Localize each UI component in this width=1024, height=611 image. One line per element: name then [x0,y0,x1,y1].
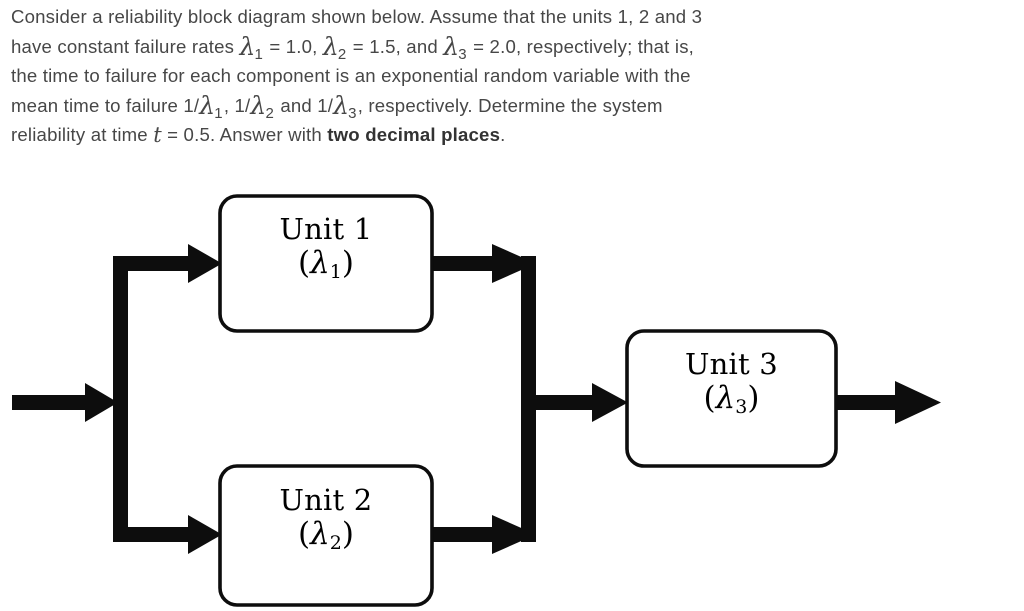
lambda-glyph: λ [310,245,330,282]
unit-3-label-group: Unit 3 (λ3) [627,347,836,418]
parallel-split-bar [113,256,128,542]
unit-2-title: Unit 2 [279,483,373,517]
unit-3-title: Unit 3 [685,347,778,381]
unit-1-rate: (λ1) [220,246,432,283]
lambda-symbol-1: λ1 [239,31,264,63]
unit-3-rate: (λ3) [627,381,836,418]
question-line-2: have constant failure rates λ1 = 1.0, λ2… [11,32,971,62]
lambda-glyph: λ [199,90,216,120]
question-line-4-d: , respectively. Determine the system [357,94,663,116]
paren-open: ( [298,516,311,553]
question-line-2-c: = 1.5, and [347,35,444,57]
question-line-1: Consider a reliability block diagram sho… [11,2,971,32]
system-output-arrow [836,381,941,424]
unit-2-box [218,464,434,607]
unit-1-label-group: Unit 1 (λ1) [220,212,432,283]
lambda-subscript: 1 [329,260,342,283]
lambda-glyph: λ [715,380,736,417]
question-line-4: mean time to failure 1/λ1, 1/λ2 and 1/λ3… [11,91,971,121]
merge-to-unit-3-arrow [536,383,628,422]
lambda-glyph: λ [310,516,330,553]
lambda-subscript: 3 [735,395,748,418]
unit-1-box [218,194,434,333]
lambda-glyph: λ [250,90,267,120]
lambda-glyph: λ [239,31,256,61]
lambda-symbol-2-mttf: λ2 [250,90,275,122]
unit-2-to-merge-arrow [432,515,536,554]
paren-close: ) [341,516,354,553]
answer-format-emphasis: two decimal places [327,124,501,145]
question-line-4-b: , 1/ [223,94,251,116]
question-text: Consider a reliability block diagram sho… [11,2,971,150]
unit-2-label-group: Unit 2 (λ2) [220,483,432,554]
lambda-subscript: 2 [337,45,347,63]
question-line-1-text: Consider a reliability block diagram sho… [11,6,703,27]
system-input-arrow [12,383,118,422]
paren-open: ( [298,245,311,282]
unit-2-rate: (λ2) [220,517,432,554]
lambda-glyph: λ [443,31,460,61]
question-line-2-a: have constant failure rates [11,35,240,57]
branch-to-unit-1-arrow [113,244,222,283]
lambda-subscript: 1 [254,45,264,63]
question-line-5-a: reliability at time [11,124,154,145]
paren-open: ( [703,380,716,417]
question-line-5: reliability at time t = 0.5. Answer with… [11,120,971,150]
lambda-subscript: 1 [214,104,223,122]
unit-3-box [625,329,838,468]
lambda-subscript: 2 [329,531,342,554]
question-line-3: the time to failure for each component i… [11,61,971,91]
lambda-subscript: 3 [458,45,467,63]
lambda-symbol-2: λ2 [322,31,348,63]
paren-close: ) [341,245,354,282]
time-variable-symbol: t [153,123,162,147]
question-line-4-a: mean time to failure 1/ [11,94,200,116]
paren-close: ) [747,380,760,417]
lambda-glyph: λ [333,90,350,120]
question-line-2-b: = 1.0, [264,35,323,57]
branch-to-unit-2-arrow [113,515,222,554]
question-line-2-d: = 2.0, respectively; that is, [467,35,695,57]
lambda-subscript: 3 [348,104,357,122]
lambda-subscript: 2 [265,104,274,122]
question-line-4-c: and 1/ [274,94,334,116]
unit-1-title: Unit 1 [279,212,373,246]
question-line-3-text: the time to failure for each component i… [11,65,691,86]
question-line-5-b: = 0.5. Answer with [161,124,328,145]
lambda-symbol-1-mttf: λ1 [199,90,224,122]
lambda-glyph: λ [322,31,339,61]
diagram-connectors [12,244,941,554]
lambda-symbol-3-mttf: λ3 [333,90,358,122]
unit-1-to-merge-arrow [432,244,536,283]
question-line-5-c: . [500,124,506,145]
parallel-merge-bar [521,256,536,542]
lambda-symbol-3: λ3 [443,31,468,63]
